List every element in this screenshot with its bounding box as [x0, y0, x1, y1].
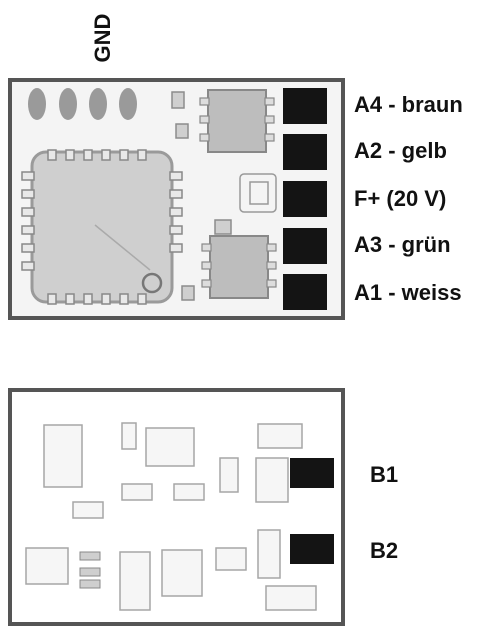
- ic-lower: [201, 235, 277, 299]
- label-a4: A4 - braun: [354, 92, 463, 117]
- pad-a3: [283, 228, 327, 264]
- bottom-components: [25, 422, 317, 611]
- small-components-top: [171, 91, 232, 301]
- label-a1: A1 - weiss: [354, 280, 462, 305]
- label-a2: A2 - gelb: [354, 138, 447, 163]
- center-component: [239, 173, 277, 213]
- label-fplus: F+ (20 V): [354, 186, 447, 211]
- bottom-smd-pairs: [79, 551, 101, 589]
- ic-upper: [199, 89, 275, 153]
- gnd-label-text: GND: [90, 13, 115, 63]
- top-pads: [283, 88, 327, 310]
- gnd-pad: [89, 88, 107, 120]
- pad-a1: [283, 274, 327, 310]
- mcu-chip: [21, 149, 183, 305]
- pad-a2: [283, 134, 327, 170]
- label-b1: B1: [370, 462, 399, 487]
- pad-b1: [290, 458, 334, 488]
- pad-fplus: [283, 181, 327, 217]
- gnd-label: GND: [84, 8, 122, 68]
- pad-b2: [290, 534, 334, 564]
- label-b2: B2: [370, 538, 399, 563]
- gnd-pad: [119, 88, 137, 120]
- gnd-pads: [28, 88, 137, 120]
- bottom-pads: [290, 458, 334, 564]
- gnd-pad: [59, 88, 77, 120]
- label-a3: A3 - grün: [354, 232, 451, 257]
- pad-a4: [283, 88, 327, 124]
- gnd-pad: [28, 88, 46, 120]
